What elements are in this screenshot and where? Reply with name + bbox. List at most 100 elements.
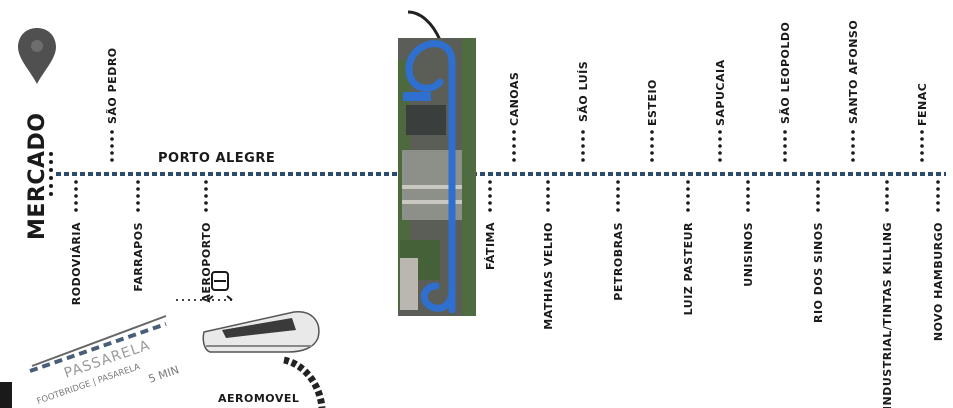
station-label: CANOAS [508,72,521,126]
station-dot [488,187,492,191]
station-dot [816,180,820,184]
station-dot [136,194,140,198]
station-dot [936,194,940,198]
station-industrial-tintas-killing[interactable]: INDUSTRIAL/TINTAS KILLING [881,180,894,408]
station-dot [488,201,492,205]
station-dot [488,180,492,184]
station-dot [783,137,787,141]
station-dot [136,201,140,205]
station-dot [204,201,208,205]
station-dot [136,187,140,191]
station-dot [746,194,750,198]
station-sao-leopoldo[interactable]: SÃO LEOPOLDO [779,22,792,162]
station-dot [816,201,820,205]
station-dot [885,208,889,212]
station-dot [783,158,787,162]
station-fenac[interactable]: FENAC [916,83,929,162]
station-dot [546,194,550,198]
station-dot [616,180,620,184]
station-label: AEROPORTO [200,222,213,303]
station-dot [110,151,114,155]
station-label: LUIZ PASTEUR [682,222,695,315]
station-dot [204,187,208,191]
station-santo-afonso[interactable]: SANTO AFONSO [847,20,860,162]
station-dot [936,180,940,184]
station-dot [204,180,208,184]
station-label: UNISINOS [742,222,755,287]
station-dot [885,187,889,191]
station-dot [581,151,585,155]
station-label: NOVO HAMBURGO [932,222,945,341]
station-petrobras[interactable]: PETROBRAS [612,180,625,301]
station-dot [650,144,654,148]
station-dot [746,201,750,205]
station-dot [616,194,620,198]
station-novo-hamburgo[interactable]: NOVO HAMBURGO [932,180,945,341]
station-esteio[interactable]: ESTEIO [646,79,659,162]
station-dot [851,144,855,148]
station-dot [616,201,620,205]
station-dot [851,137,855,141]
station-dot [746,180,750,184]
track-line-east [476,172,946,176]
station-sao-pedro[interactable]: SÃO PEDRO [106,47,119,161]
station-dot [204,208,208,212]
transfer-duration: 5 MIN [147,363,181,386]
station-dot [616,187,620,191]
station-rio-dos-sinos[interactable]: RIO DOS SINOS [812,180,825,323]
origin-label: MERCADO [25,113,50,241]
station-dot [616,208,620,212]
station-dot [512,130,516,134]
station-dot [851,130,855,134]
station-fatima[interactable]: FÁTIMA [484,180,497,270]
station-label: FENAC [916,83,929,126]
station-canoas[interactable]: CANOAS [508,72,521,162]
station-dot [110,144,114,148]
station-dot [686,201,690,205]
station-dot [74,208,78,212]
station-dot [885,180,889,184]
station-dot [920,158,924,162]
station-dot [718,144,722,148]
station-dot [650,130,654,134]
station-sao-luis[interactable]: SÃO LUÍS [577,61,590,162]
aerial-photo-inset [398,12,476,316]
station-dot [650,151,654,155]
station-label: RIO DOS SINOS [812,222,825,323]
station-sapucaia[interactable]: SAPUCAIA [714,59,727,161]
station-dot [718,158,722,162]
station-dot [546,201,550,205]
station-label: SAPUCAIA [714,59,727,126]
station-label: SÃO LEOPOLDO [779,22,792,124]
station-dot [746,187,750,191]
city-label: PORTO ALEGRE [158,151,275,166]
station-dot [581,130,585,134]
station-mathias-velho[interactable]: MATHIAS VELHO [542,180,555,330]
station-label: SÃO PEDRO [106,47,119,124]
station-label: RODOVIÁRIA [70,222,83,305]
station-label: SANTO AFONSO [847,20,860,124]
station-dot [920,151,924,155]
station-label: INDUSTRIAL/TINTAS KILLING [881,222,894,408]
station-rodoviaria[interactable]: RODOVIÁRIA [70,180,83,305]
station-dot [650,137,654,141]
station-label: MATHIAS VELHO [542,222,555,330]
station-dot [816,187,820,191]
station-dot [718,151,722,155]
station-farrapos[interactable]: FARRAPOS [132,180,145,291]
station-dot [512,158,516,162]
station-dot [74,194,78,198]
station-dot [885,201,889,205]
map-pin-icon[interactable] [18,28,56,84]
station-unisinos[interactable]: UNISINOS [742,180,755,287]
station-dot [110,130,114,134]
station-label: FÁTIMA [484,222,497,270]
station-dot [546,187,550,191]
station-dot [74,201,78,205]
station-dot [783,144,787,148]
station-dot [718,130,722,134]
station-dot [851,151,855,155]
station-dot [110,158,114,162]
station-luiz-pasteur[interactable]: LUIZ PASTEUR [682,180,695,315]
